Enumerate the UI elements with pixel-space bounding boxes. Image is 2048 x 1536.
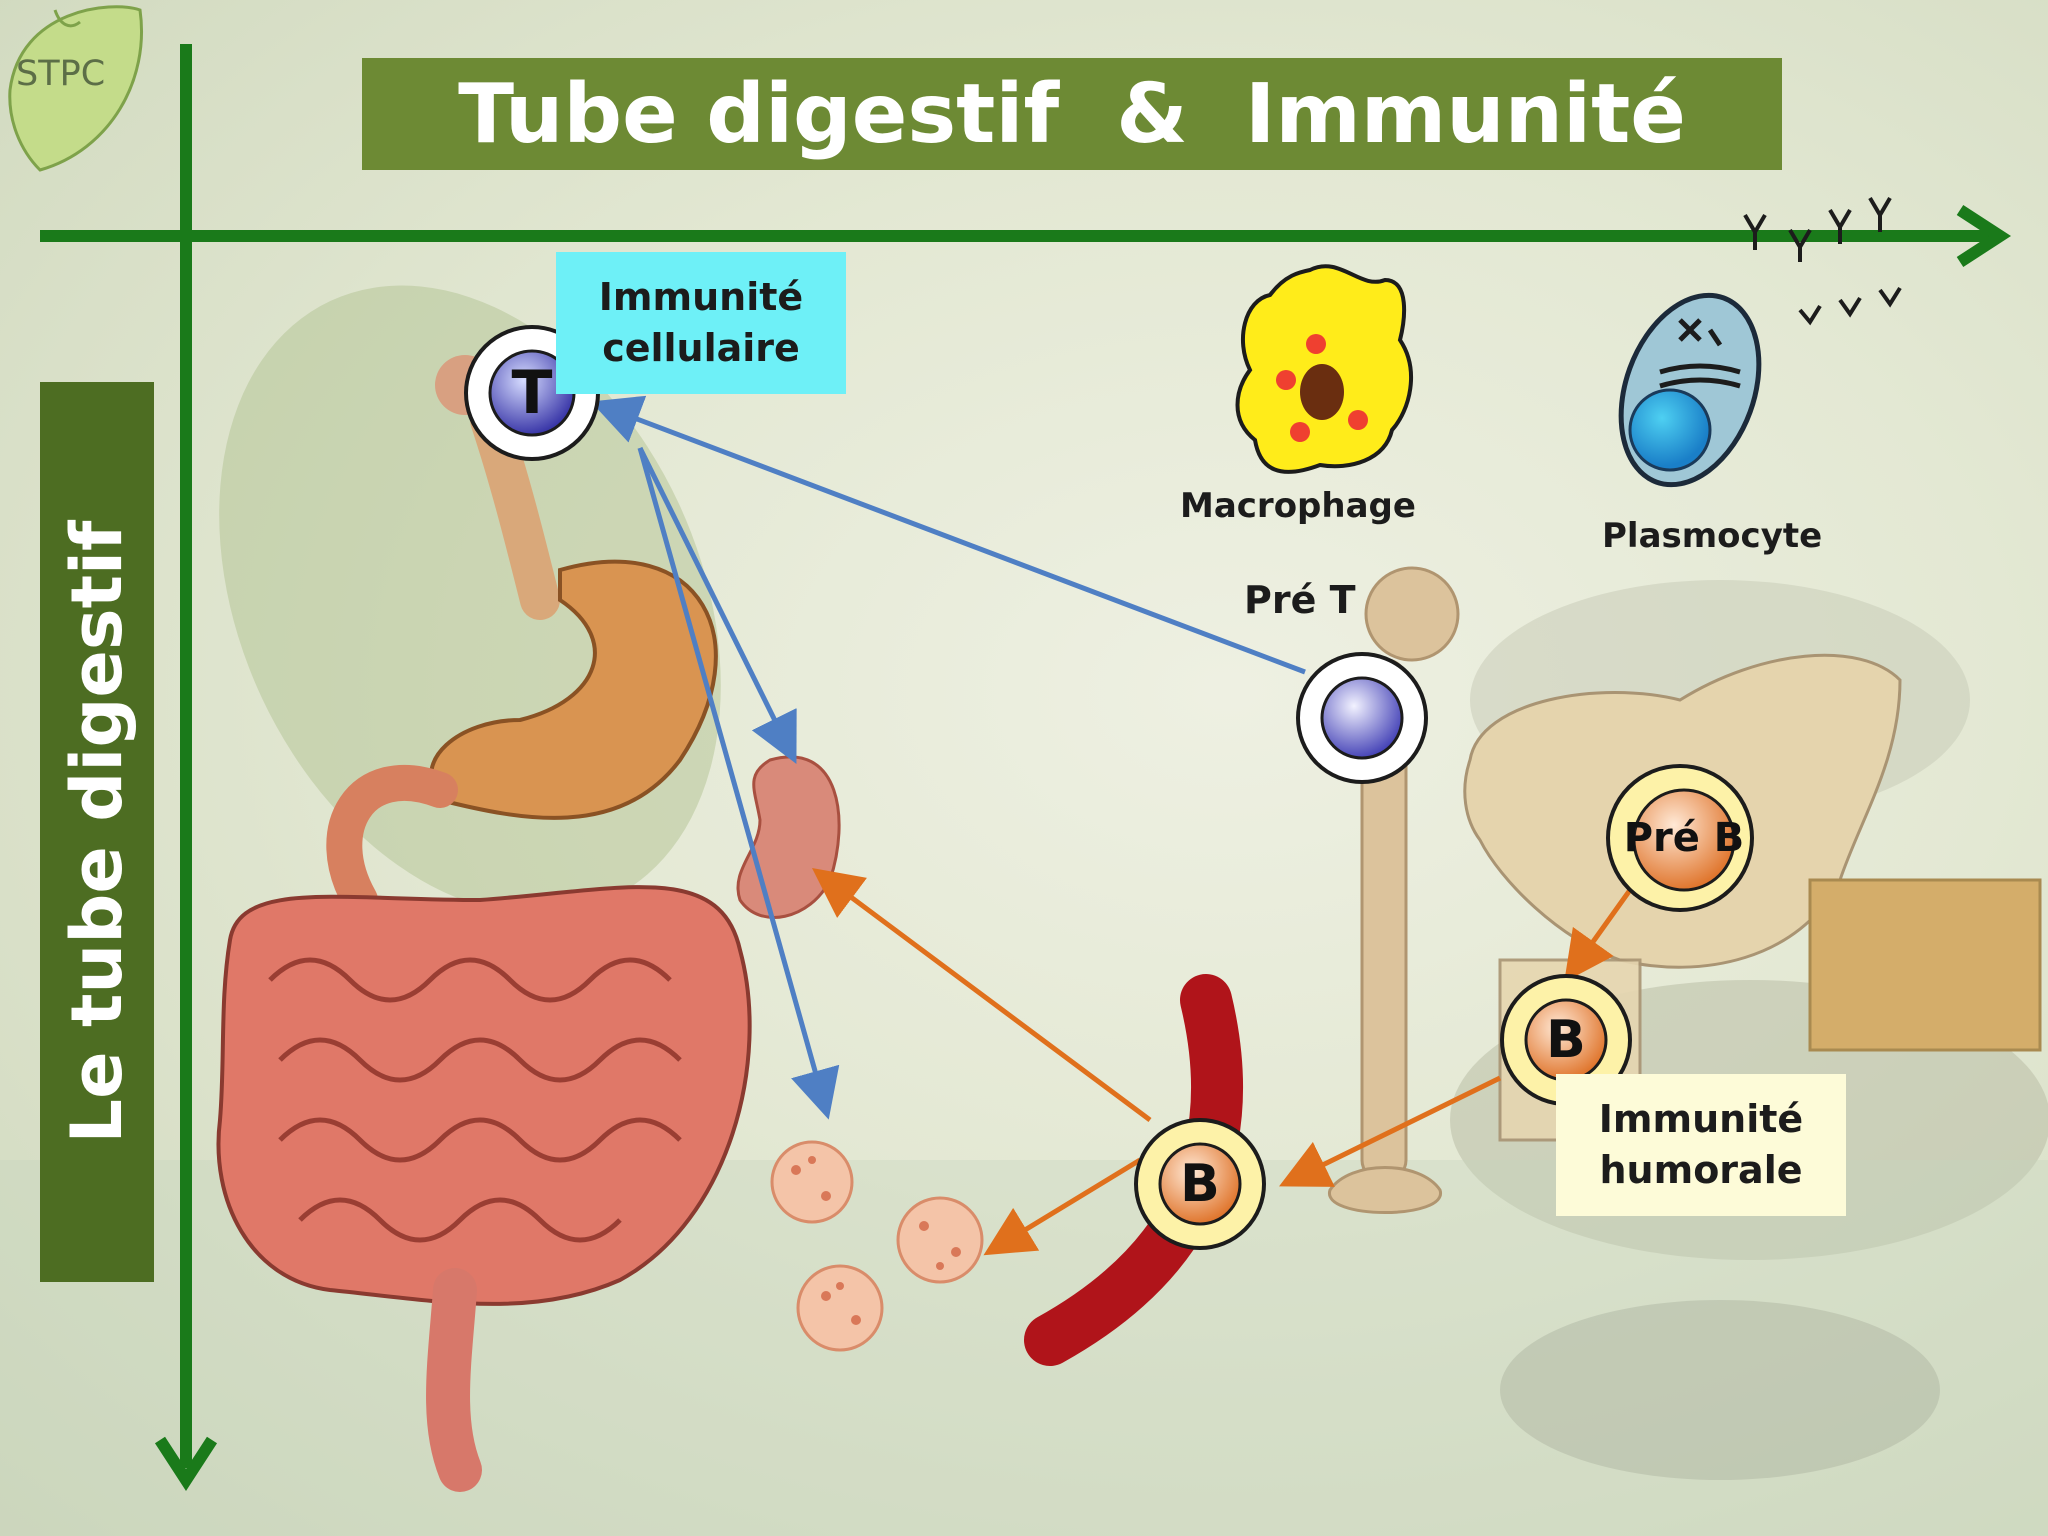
horizontal-axis-head <box>1956 204 2012 268</box>
arrow-preb-to-b <box>1564 888 1633 983</box>
lymph-nodes-icon <box>770 1140 984 1352</box>
background-stone <box>1500 1300 1940 1480</box>
pre-t-label: Pré T <box>1244 578 1356 622</box>
pre-b-cell-label: Pré B <box>1623 815 1745 861</box>
arrow-b-to-spleen <box>811 868 1152 1123</box>
plasmocyte-label: Plasmocyte <box>1602 516 1823 556</box>
b-cell-blood-label: B <box>1180 1154 1220 1214</box>
title-bar <box>362 58 1782 170</box>
vertical-axis-head <box>154 1436 218 1492</box>
humoral-immunity-line-2: humorale <box>1599 1148 1803 1192</box>
macrophage-label: Macrophage <box>1180 486 1416 526</box>
logo-leaf-icon <box>8 5 143 172</box>
b-cell-bone-icon <box>1500 974 1632 1106</box>
logo-text: STPC <box>16 54 106 94</box>
pre-b-cell-icon <box>1606 764 1754 912</box>
t-cell-label: T <box>511 358 553 428</box>
b-cell-bone-label: B <box>1546 1010 1586 1070</box>
antibodies-icon <box>1743 196 1902 326</box>
pre-t-cell-icon <box>1296 652 1428 784</box>
page-title: Tube digestif & Immunité <box>458 66 1686 162</box>
arrow-t-to-lymph-nodes <box>637 447 840 1120</box>
arrow-b-to-lymph-nodes <box>983 1157 1142 1256</box>
cellular-immunity-line-2: cellulaire <box>602 326 800 370</box>
humoral-immunity-line-1: Immunité <box>1598 1096 1804 1141</box>
cellular-immunity-box: Immunité cellulaire <box>556 252 846 394</box>
humoral-immunity-box: Immunité humorale <box>1556 1074 1846 1216</box>
b-cell-blood-icon <box>1134 1118 1266 1250</box>
arrow-pret-to-t <box>590 395 1306 675</box>
side-title-bar <box>40 382 154 1282</box>
spleen-icon <box>736 755 841 919</box>
side-title: Le tube digestif <box>56 520 138 1144</box>
cellular-immunity-line-1: Immunité <box>598 274 804 319</box>
arrow-t-to-spleen <box>637 446 797 764</box>
arrow-b-to-blood-b <box>1279 1075 1502 1187</box>
plasmocyte-icon <box>1618 292 1762 488</box>
